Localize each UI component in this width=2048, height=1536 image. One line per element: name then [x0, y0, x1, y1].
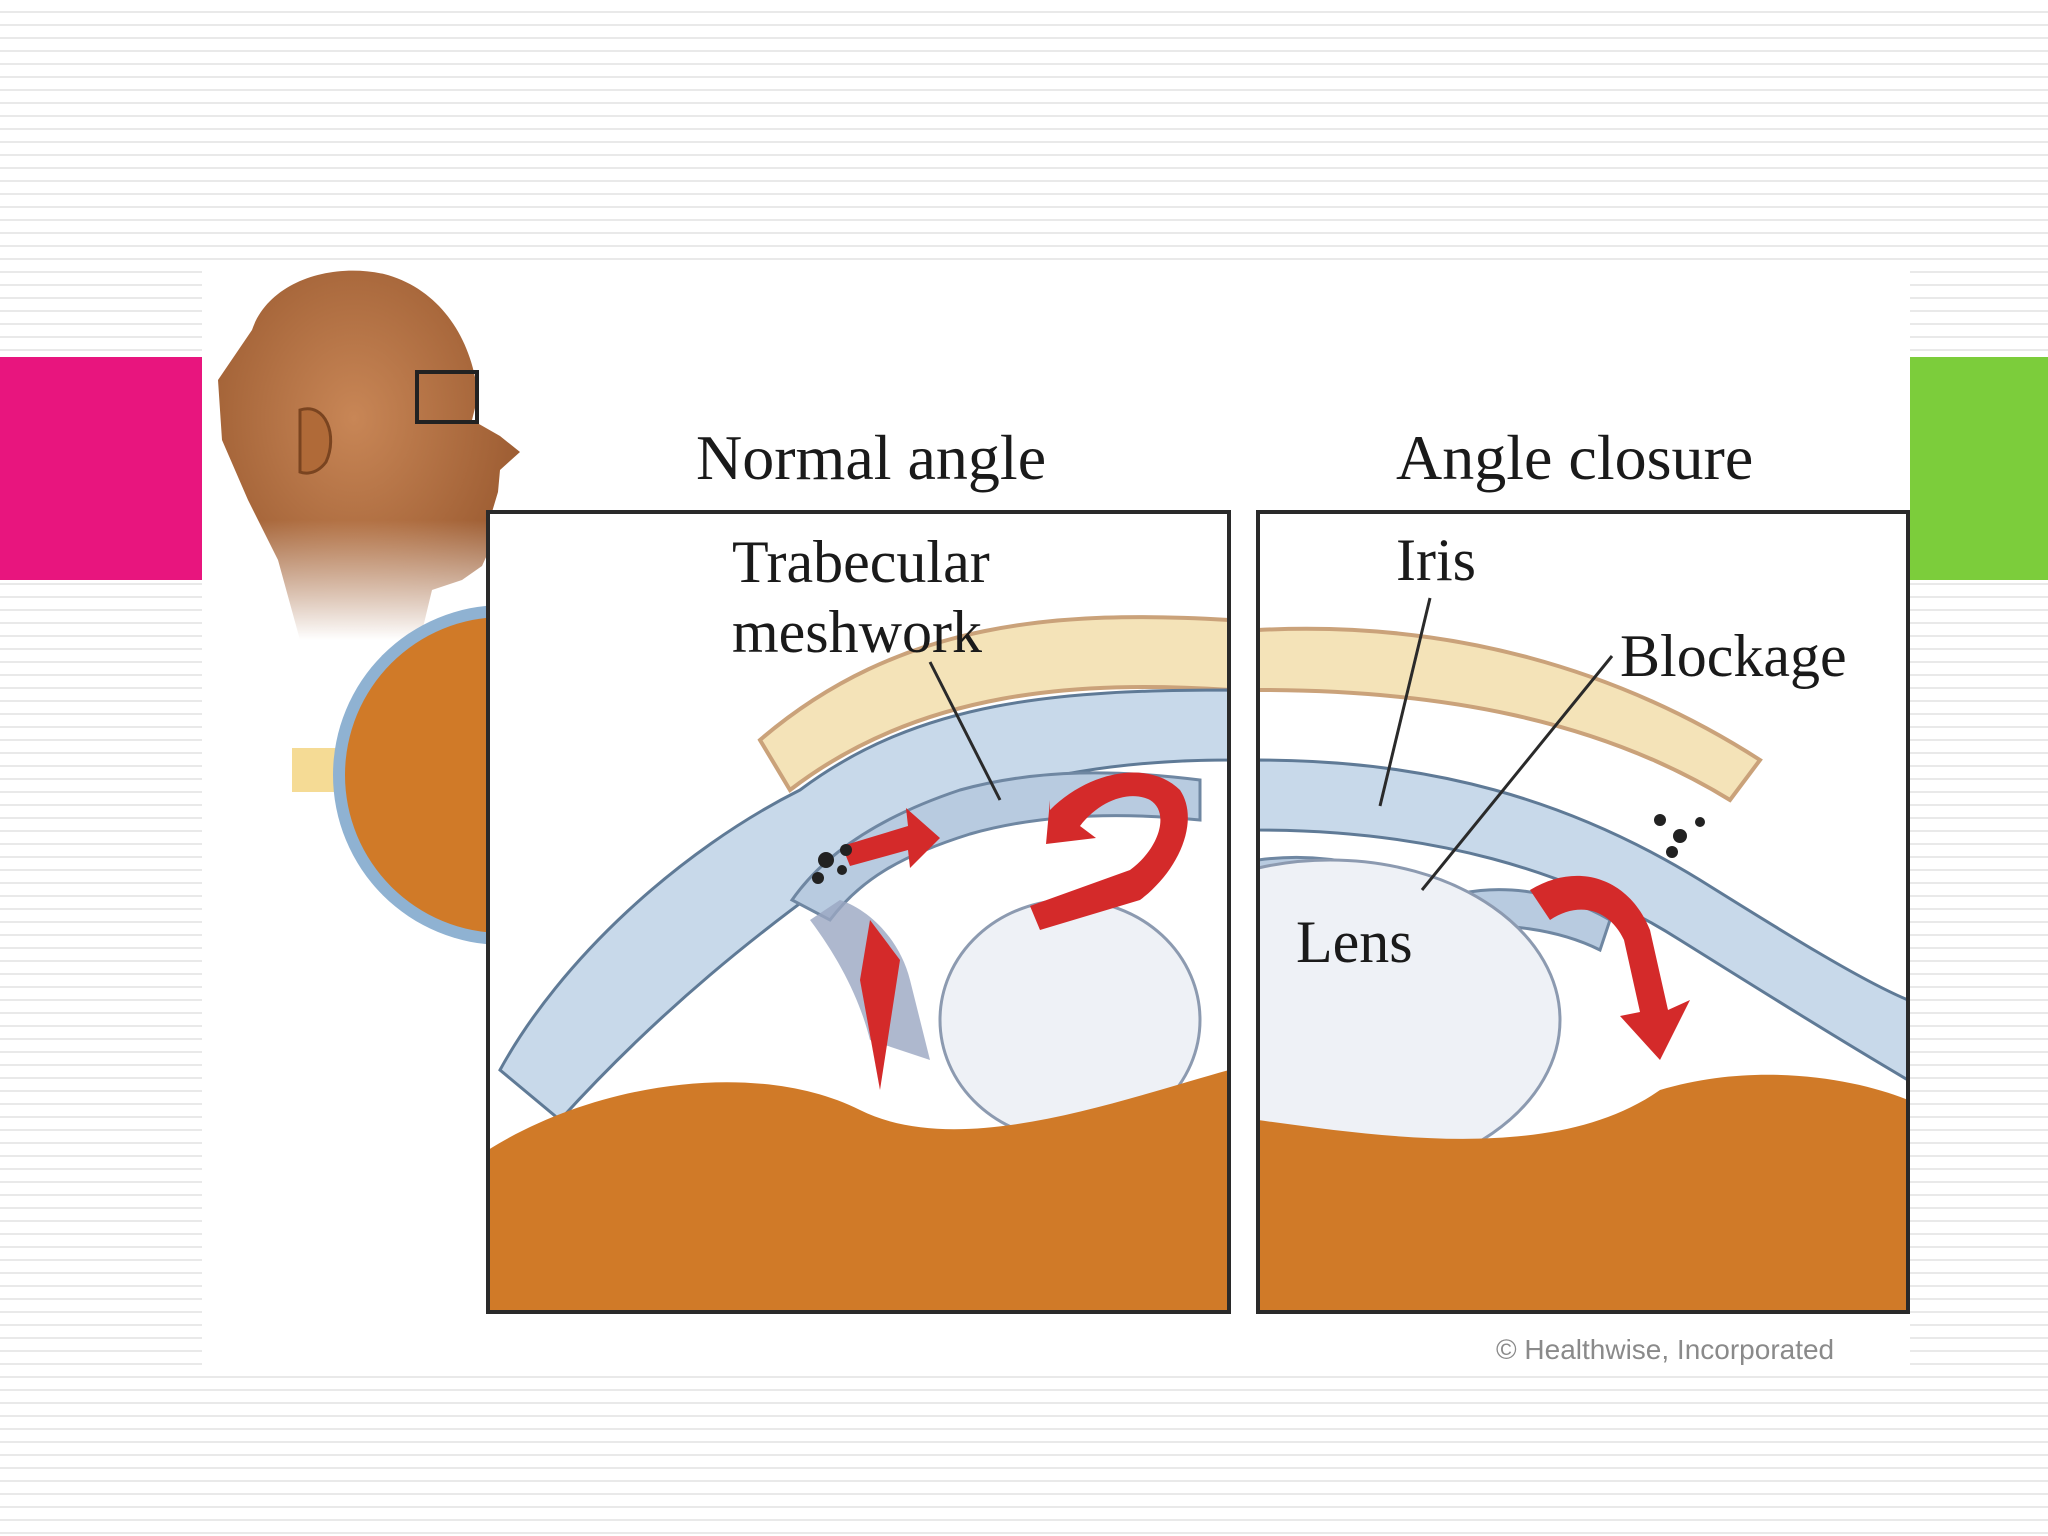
angle-closure-panel-art: [1258, 512, 1908, 1312]
lens-label: Lens: [1296, 909, 1413, 975]
iris-pointer-line: [1378, 597, 1432, 807]
blockage-label: Blockage: [1620, 623, 1847, 689]
normal-angle-panel-art: [488, 512, 1229, 1312]
head-illustration: [218, 270, 520, 640]
copyright-credit: © Healthwise, Incorporated: [1496, 1334, 1835, 1365]
blockage-pointer-line: [1420, 655, 1614, 891]
angle-closure-title: Angle closure: [1396, 422, 1754, 493]
accent-bar-right: [1910, 357, 2048, 580]
normal-angle-title: Normal angle: [696, 422, 1047, 493]
eye-highlight-box: [415, 370, 479, 424]
accent-bar-left: [0, 357, 202, 580]
trabecular-label-line1: Trabecular: [732, 529, 990, 595]
iris-label: Iris: [1396, 527, 1476, 593]
trabecular-pointer-line: [928, 661, 1002, 801]
trabecular-label-line2: meshwork: [732, 599, 982, 665]
